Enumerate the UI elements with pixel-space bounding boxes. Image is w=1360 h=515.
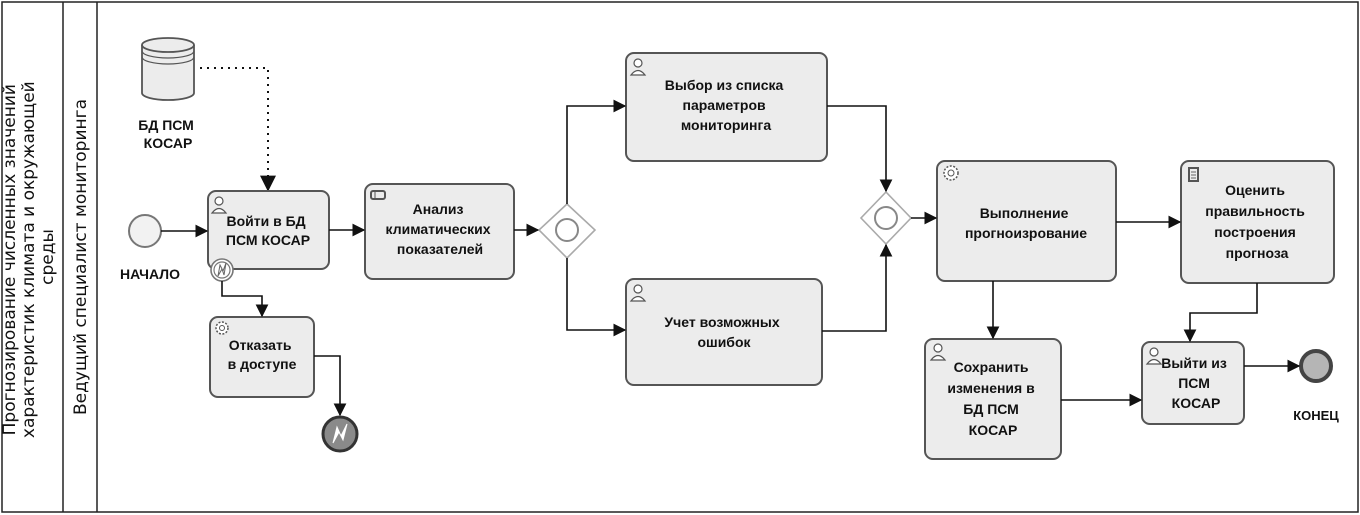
task-analysis[interactable]: Анализ климатических показателей bbox=[364, 183, 515, 280]
lightning-icon bbox=[332, 423, 348, 444]
flow-gateway-errors bbox=[566, 258, 627, 337]
task-deny[interactable]: Отказать в доступе bbox=[209, 316, 315, 398]
task-errors-label: Учет возможных ошибок bbox=[664, 314, 783, 350]
end-label: КОНЕЦ bbox=[1293, 408, 1339, 423]
boundary-error-event[interactable] bbox=[210, 258, 234, 282]
gear-icon bbox=[943, 165, 959, 181]
task-login-label: Войти в БД ПСМ КОСАР bbox=[226, 213, 310, 248]
hand-icon bbox=[370, 190, 386, 200]
flow-errors-merge bbox=[822, 243, 893, 332]
task-deny-label: Отказать в доступе bbox=[228, 337, 297, 372]
user-icon bbox=[629, 58, 647, 76]
task-select[interactable]: Выбор из списка параметров мониторинга bbox=[625, 52, 828, 162]
end-event[interactable] bbox=[1299, 349, 1333, 383]
datastore-cylinder[interactable] bbox=[141, 37, 195, 101]
start-label: НАЧАЛО bbox=[120, 266, 180, 282]
task-exit-label: Выйти из ПСМ КОСАР bbox=[1161, 355, 1230, 411]
task-errors[interactable]: Учет возможных ошибок bbox=[625, 278, 823, 386]
lightning-icon bbox=[217, 262, 227, 277]
gear-icon bbox=[215, 321, 229, 335]
user-icon bbox=[629, 284, 647, 302]
task-analysis-label: Анализ климатических показателей bbox=[386, 201, 495, 257]
user-icon bbox=[929, 343, 947, 361]
flow-gateway-select bbox=[566, 99, 627, 204]
gateway-merge[interactable] bbox=[859, 190, 913, 246]
script-icon bbox=[1188, 167, 1199, 182]
gateway-split[interactable] bbox=[537, 202, 597, 260]
datastore-label: БД ПСМ КОСАР bbox=[138, 117, 197, 151]
start-event[interactable] bbox=[128, 214, 162, 248]
flow-deny-errorend bbox=[314, 355, 347, 417]
user-icon bbox=[210, 196, 228, 214]
user-icon bbox=[1145, 347, 1163, 365]
task-login[interactable]: Войти в БД ПСМ КОСАР bbox=[207, 190, 330, 270]
flow-evaluate-exit bbox=[1183, 283, 1258, 343]
pool-title: Прогнозирование численных значений харак… bbox=[0, 76, 58, 438]
task-execute-label: Выполнение прогноизрование bbox=[965, 205, 1087, 241]
task-evaluate[interactable]: Оценить правильность построения прогноза bbox=[1180, 160, 1335, 284]
task-select-label: Выбор из списка параметров мониторинга bbox=[665, 77, 787, 133]
data-association bbox=[200, 67, 276, 192]
error-end-event[interactable] bbox=[321, 415, 359, 453]
flow-select-merge bbox=[827, 105, 893, 193]
task-evaluate-label: Оценить правильность построения прогноза bbox=[1205, 182, 1308, 261]
task-exit[interactable]: Выйти из ПСМ КОСАР bbox=[1141, 341, 1245, 425]
task-save[interactable]: Сохранить изменения в БД ПСМ КОСАР bbox=[924, 338, 1062, 460]
task-save-label: Сохранить изменения в БД ПСМ КОСАР bbox=[947, 359, 1038, 438]
task-execute[interactable]: Выполнение прогноизрование bbox=[936, 160, 1117, 282]
lane-title: Ведущий специалист мониторинга bbox=[71, 99, 91, 415]
flow-error-deny bbox=[221, 281, 269, 318]
